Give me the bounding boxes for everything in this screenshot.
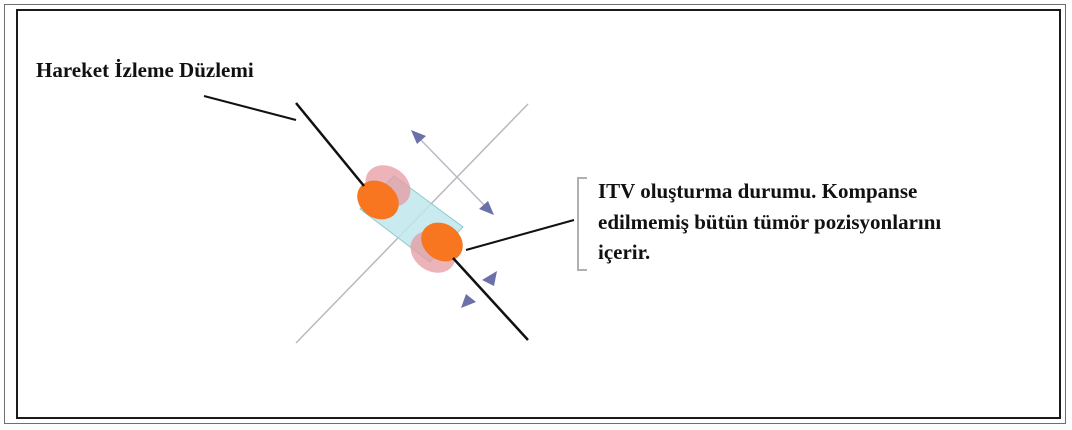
arrowhead-upper-start — [411, 130, 426, 144]
motion-plane-line-lower — [452, 257, 529, 341]
arrowhead-lower-a — [482, 271, 497, 286]
itv-callout-leader — [465, 219, 575, 251]
arrowhead-upper-end — [479, 201, 494, 215]
arrowhead-lower-b — [461, 294, 476, 308]
outer-frame — [4, 4, 1066, 424]
motion-plane-label: Hareket İzleme Düzlemi — [36, 58, 254, 82]
plane-label-leader — [203, 95, 297, 121]
motion-arrow-shaft-upper — [417, 136, 489, 210]
inner-frame — [16, 9, 1061, 419]
itv-callout-text: ITV oluşturma durumu. Kompanse edilmemiş… — [578, 176, 1048, 268]
motion-plane-line-upper — [295, 102, 365, 187]
tumor-position-upper — [357, 180, 399, 220]
itv-callout-line-3: içerir. — [598, 240, 651, 265]
itv-callout-line-1: ITV oluşturma durumu. Kompanse — [598, 179, 918, 203]
itv-callout-line-2: edilmemiş bütün tümör pozisyonlarını — [598, 209, 942, 234]
tumor-position-lower — [421, 222, 463, 262]
itv-callout-bracket — [577, 177, 587, 271]
